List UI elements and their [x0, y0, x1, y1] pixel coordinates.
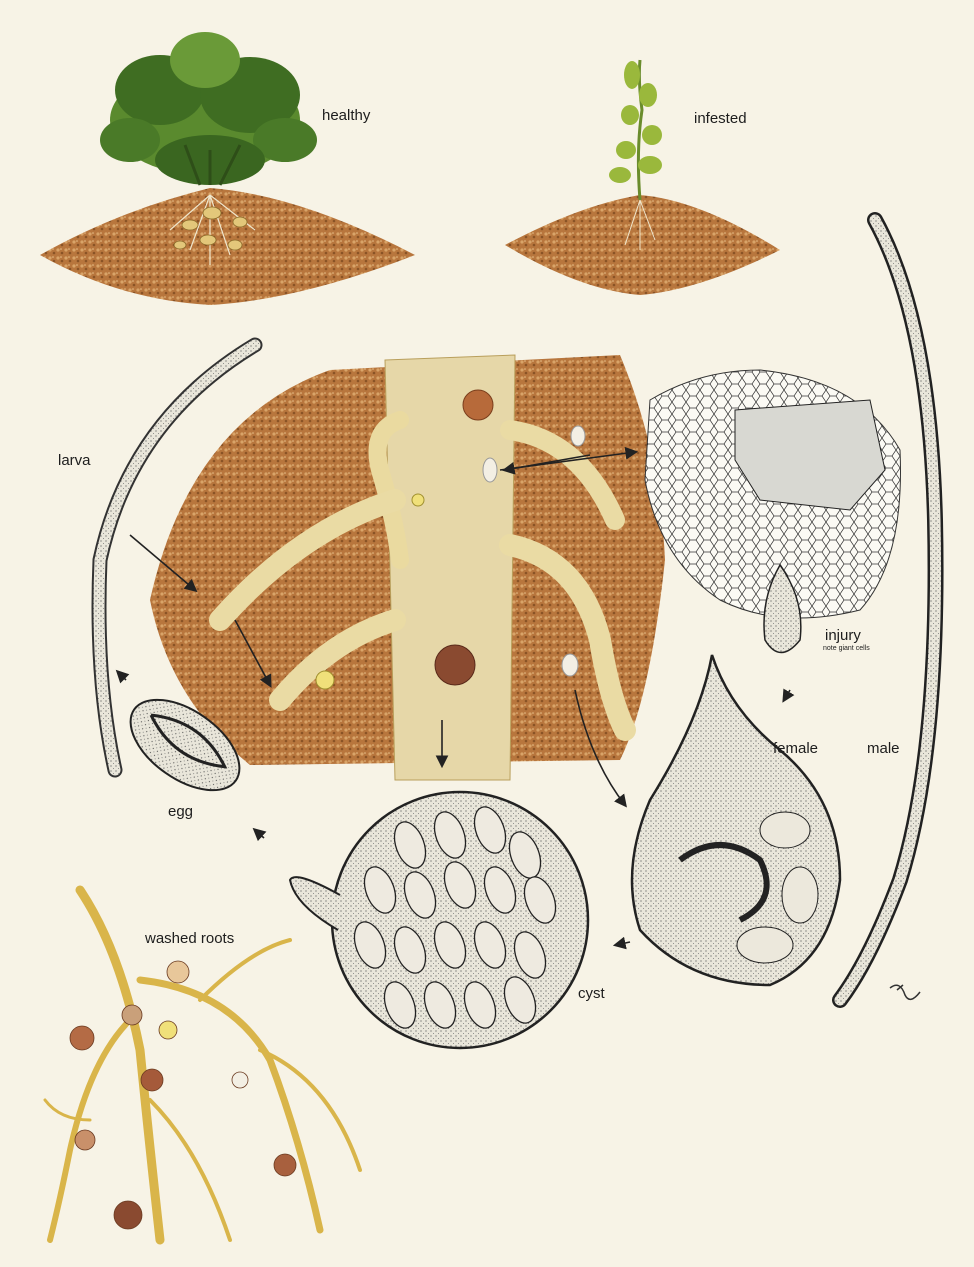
female-drawing — [632, 655, 840, 985]
label-infested: infested — [694, 110, 747, 127]
label-female: female — [773, 740, 818, 757]
white-female-3 — [562, 654, 578, 676]
label-larva: larva — [58, 452, 91, 469]
label-male: male — [867, 740, 900, 757]
arrow-female-to-cyst — [616, 942, 630, 945]
cyst-top — [463, 390, 493, 420]
infested-plant — [505, 60, 780, 295]
label-washed-roots: washed roots — [145, 930, 234, 947]
arrow-egg-to-larva — [118, 672, 126, 680]
cyst-drawing — [290, 792, 588, 1048]
white-female-1 — [483, 458, 497, 482]
healthy-plant — [40, 32, 415, 305]
label-healthy: healthy — [322, 107, 370, 124]
infested-soil-mound — [505, 195, 780, 295]
artist-monogram — [890, 985, 920, 999]
label-cyst: cyst — [578, 985, 605, 1002]
root-soil-section — [150, 355, 665, 780]
label-egg: egg — [168, 803, 193, 820]
label-injury: injury — [825, 627, 861, 644]
injury-drawing — [645, 370, 901, 653]
washed-roots-cysts — [70, 961, 296, 1229]
infested-foliage — [609, 61, 662, 183]
arrow-cyst-to-egg — [255, 830, 264, 838]
yellow-female — [316, 671, 334, 689]
label-injury-note: note giant cells — [823, 645, 870, 652]
cyst-center — [435, 645, 475, 685]
white-female-2 — [571, 426, 585, 446]
